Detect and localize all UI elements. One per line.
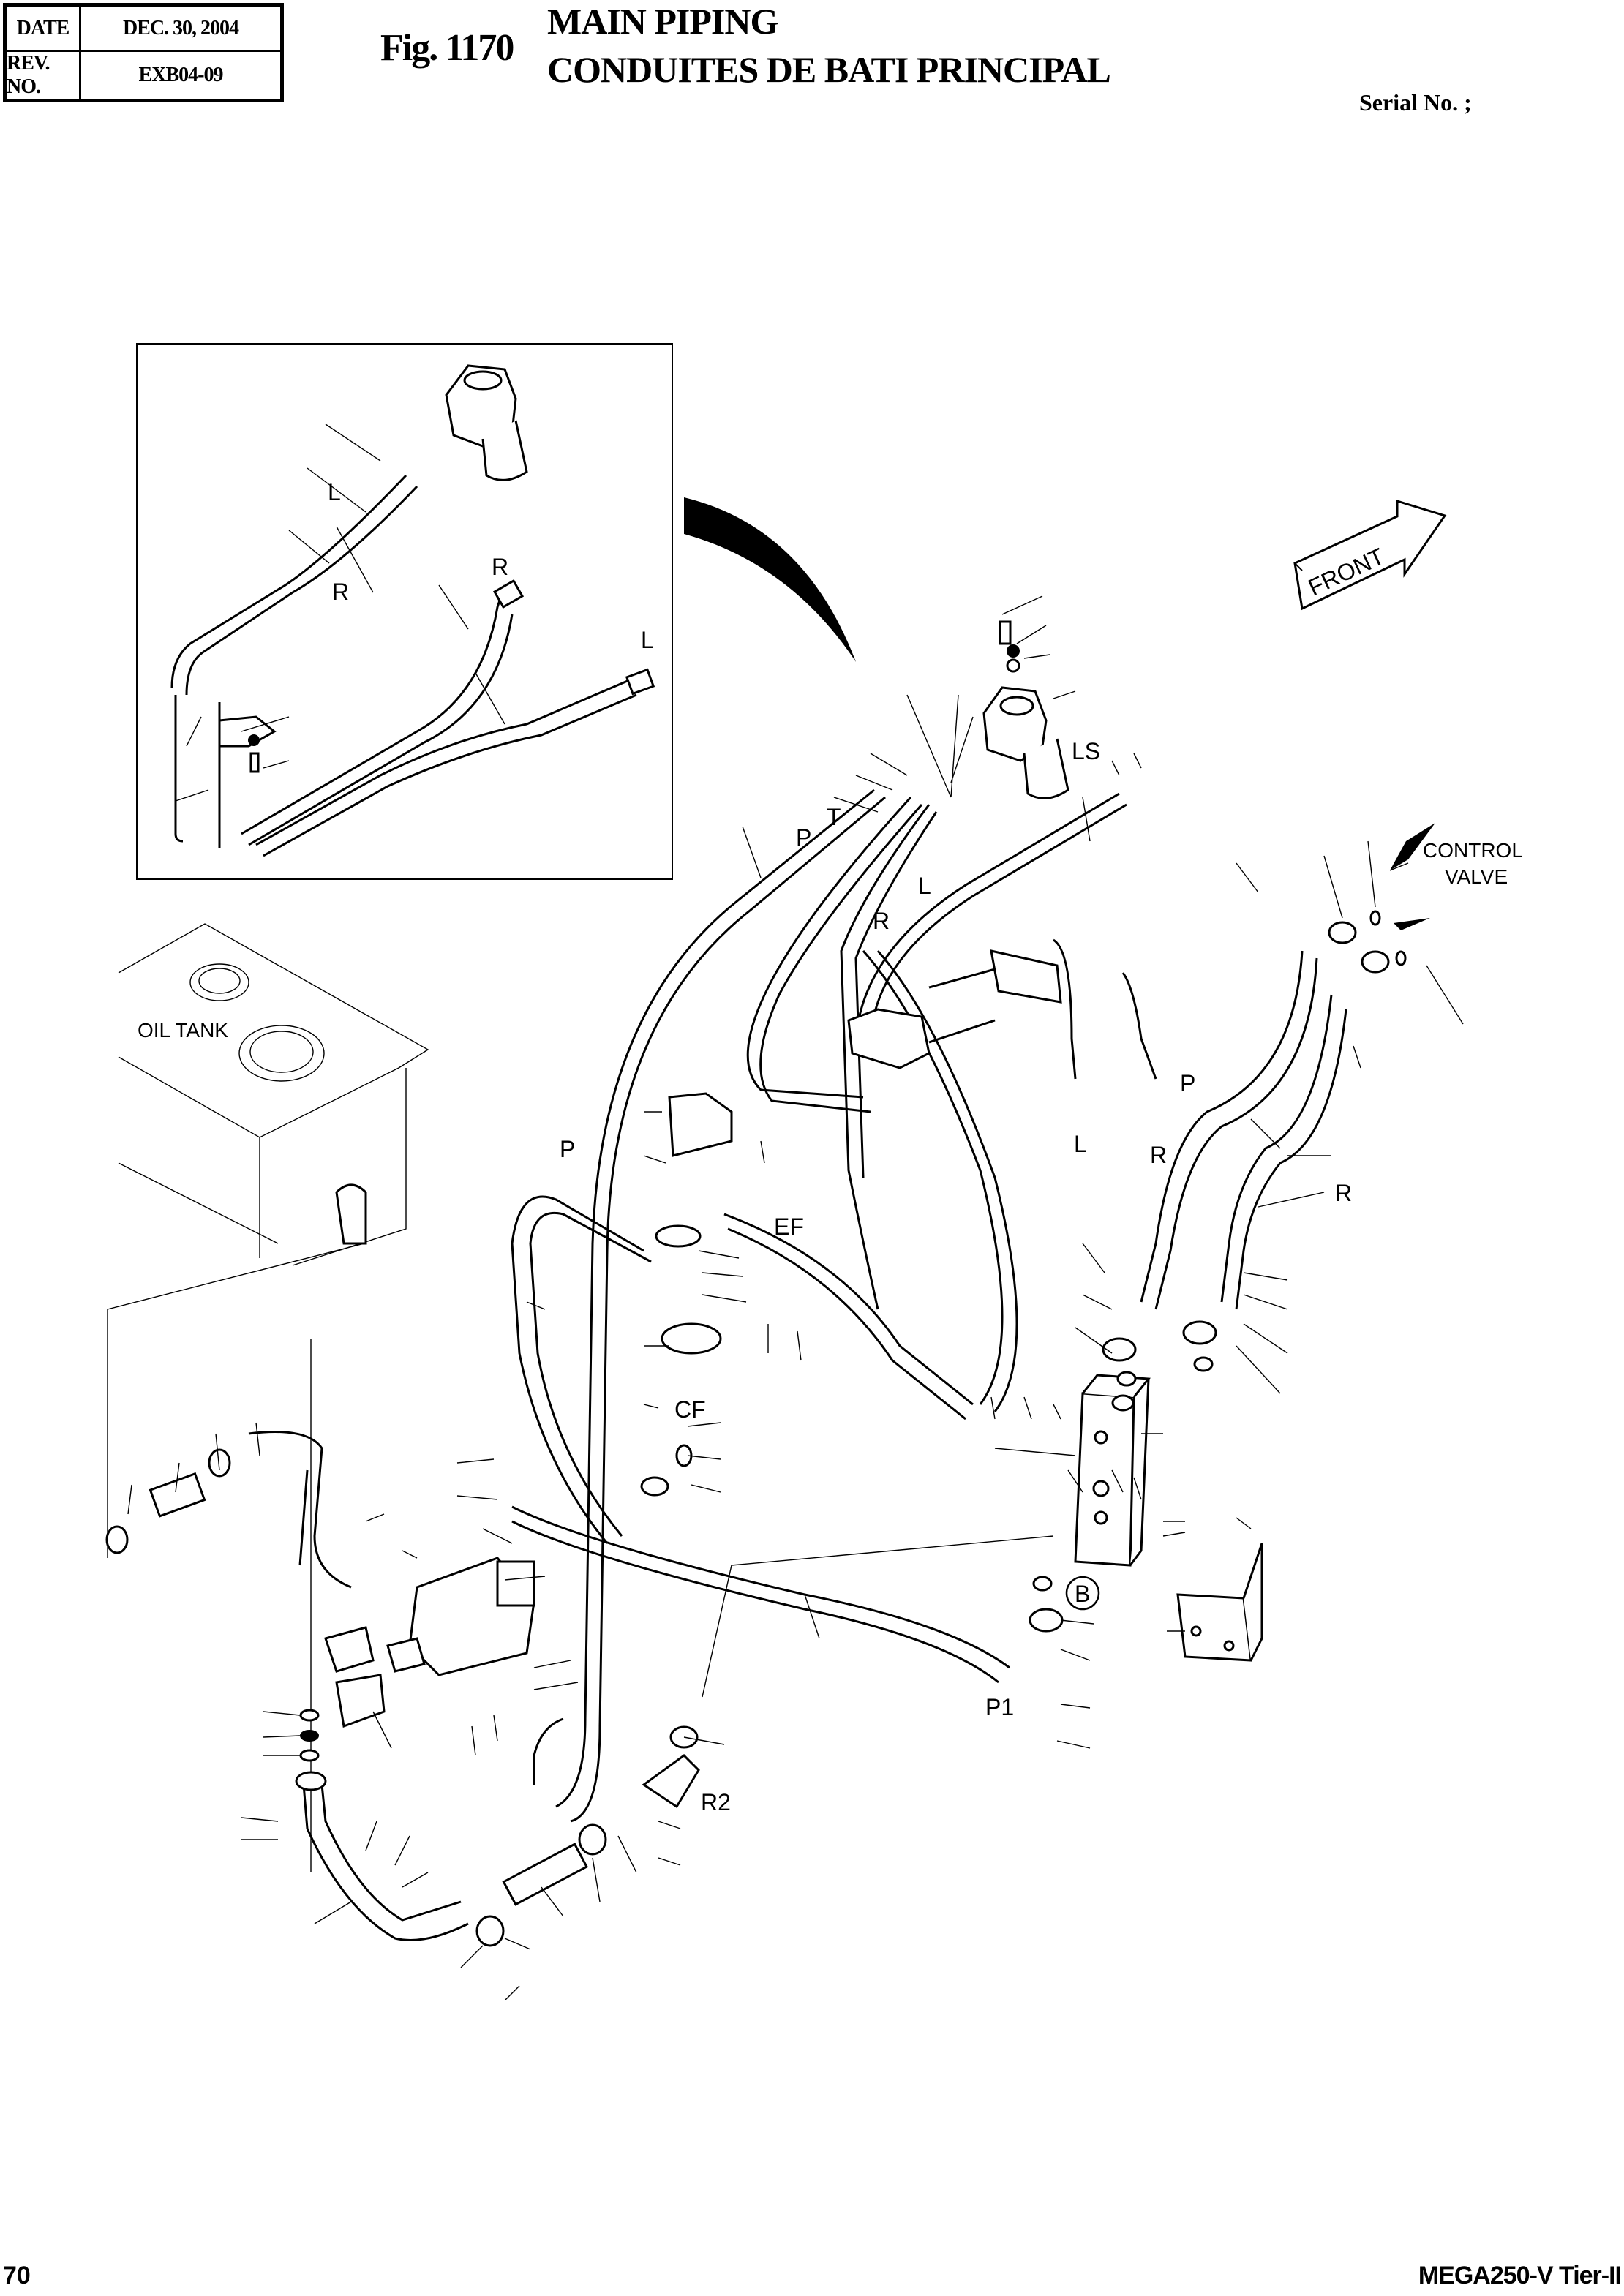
- control-valve-label-line1: CONTROL: [1423, 839, 1523, 862]
- inset-detail: L R R L: [136, 343, 673, 880]
- steering-motor: [982, 620, 1069, 799]
- serial-number-label: Serial No. ;: [1359, 89, 1472, 116]
- title-french: CONDUITES DE BATI PRINCIPAL: [547, 49, 1111, 90]
- control-valve-label-line2: VALVE: [1445, 865, 1508, 888]
- gear-pump: [324, 1557, 535, 1676]
- date-label: DATE: [7, 7, 81, 52]
- from-control-valve-arrow-icon: [1394, 918, 1430, 930]
- oil-tank: OIL TANK: [107, 923, 429, 1872]
- label-l-upper: L: [918, 873, 931, 899]
- inset-label-r-top: R: [332, 579, 349, 605]
- label-r2: R2: [701, 1789, 731, 1815]
- label-l-bracket: L: [1074, 1131, 1087, 1157]
- mounting-bracket: [1176, 1543, 1263, 1662]
- label-ls: LS: [1072, 738, 1100, 764]
- label-ef: EF: [774, 1213, 804, 1240]
- label-p1: P1: [985, 1694, 1014, 1720]
- detail-callout-arrow: [684, 497, 856, 662]
- front-direction-arrow: FRONT: [1293, 499, 1447, 611]
- to-control-valve-arrow-icon: [1390, 823, 1435, 870]
- label-r-bracket: R: [1150, 1142, 1167, 1168]
- revision-table: DATE DEC. 30, 2004 REV. NO. EXB04-09: [3, 3, 284, 102]
- label-p-upper: P: [796, 824, 811, 851]
- page-number: 70: [3, 2262, 31, 2289]
- label-b: B: [1075, 1581, 1090, 1607]
- hoses: [248, 788, 1347, 1941]
- label-r-upper: R: [873, 908, 890, 934]
- label-t: T: [827, 804, 841, 830]
- manifold-block: [1074, 1374, 1151, 1567]
- inset-label-r-right: R: [492, 554, 508, 580]
- inset-label-l-right: L: [641, 627, 654, 653]
- steering-motor-inset: [445, 364, 528, 481]
- label-b-circled: B: [1065, 1576, 1100, 1611]
- label-p-right: P: [1180, 1070, 1195, 1096]
- fittings: [105, 910, 1407, 1947]
- title-english: MAIN PIPING: [547, 1, 778, 42]
- oil-tank-label: OIL TANK: [138, 1019, 228, 1042]
- rev-value: EXB04-09: [138, 64, 224, 86]
- date-value: DEC. 30, 2004: [81, 7, 280, 52]
- label-cf: CF: [674, 1396, 706, 1423]
- hose-clamp-bracket: [847, 938, 1157, 1080]
- rev-label: REV. NO.: [7, 52, 81, 99]
- port-labels: LS T P L R L R P R P EF CF B P1 R2: [560, 738, 1352, 1815]
- figure-number: Fig. 1170: [380, 27, 514, 69]
- label-r-right: R: [1335, 1180, 1352, 1206]
- inset-label-l-top: L: [328, 479, 341, 505]
- leader-lines: [127, 595, 1464, 2001]
- model-name: MEGA250-V Tier-II: [1418, 2262, 1622, 2289]
- label-p-left: P: [560, 1136, 575, 1162]
